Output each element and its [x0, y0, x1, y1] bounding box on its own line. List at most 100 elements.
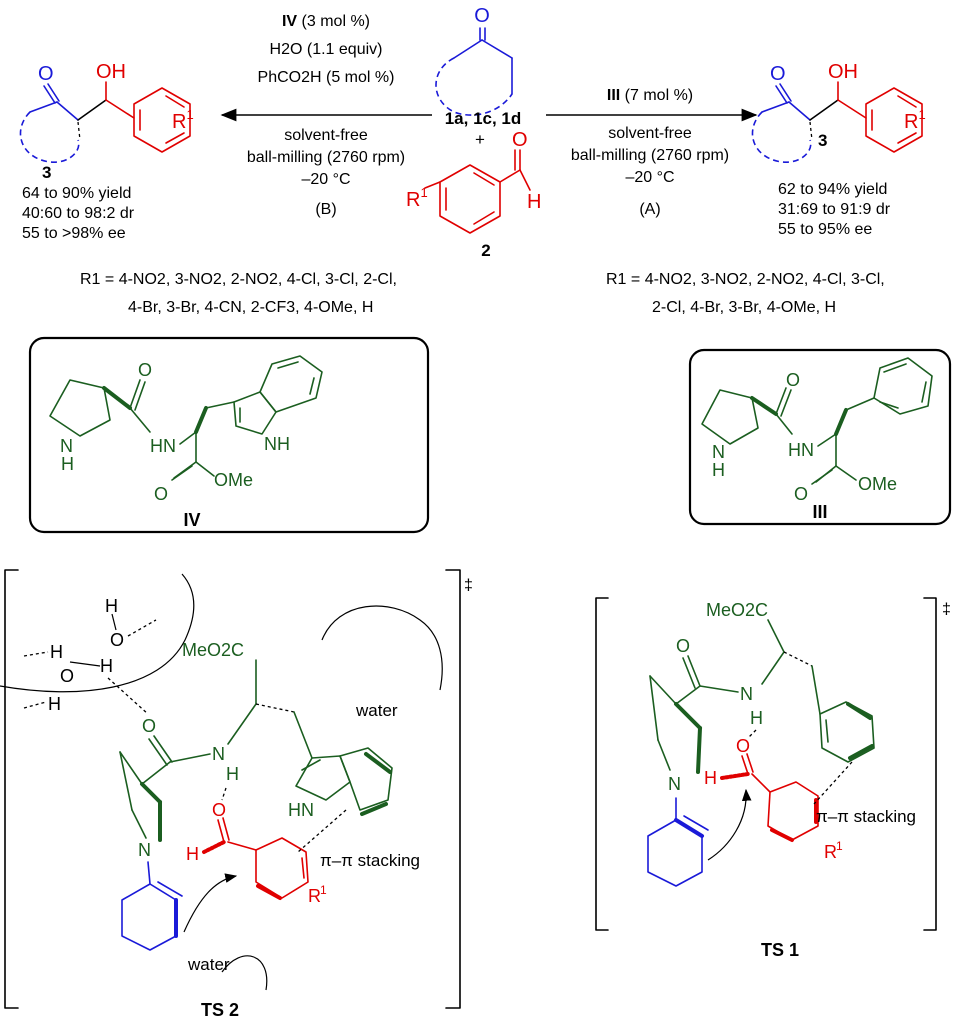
aldehyde-r1: R1 [406, 185, 428, 211]
ts2-structure: water water H O H H O H O N H MeO2C N [0, 573, 443, 991]
substituents-right: R1 = 4-NO2, 3-NO2, 2-NO2, 4-Cl, 3-Cl, 2-… [606, 271, 885, 316]
svg-text:O: O [676, 636, 690, 656]
ketone-numbers: 1a, 1c, 1d [445, 109, 522, 128]
svg-text:HN: HN [288, 800, 314, 820]
svg-text:H: H [48, 694, 61, 714]
water-equiv: H2O (1.1 equiv) [270, 41, 383, 58]
right-yield: 62 to 94% yield [778, 181, 887, 198]
right-results: 62 to 94% yield 31:69 to 91:9 dr 55 to 9… [778, 181, 891, 238]
svg-text:O: O [154, 484, 168, 504]
ketone-oxygen: O [474, 5, 490, 27]
right-product-number: 3 [818, 131, 827, 150]
svg-text:HN: HN [788, 440, 814, 460]
aldehyde-number: 2 [481, 241, 490, 260]
right-conditions: III (7 mol %) solvent-free ball-milling … [571, 87, 729, 218]
right-route: (A) [639, 201, 660, 218]
svg-text:OMe: OMe [214, 470, 253, 490]
svg-text:R: R [308, 886, 321, 906]
subs-right-line1: R1 = 4-NO2, 3-NO2, 2-NO2, 4-Cl, 3-Cl, [606, 271, 885, 288]
svg-text:H: H [712, 460, 725, 480]
ts1-stacking: π–π stacking [816, 807, 916, 826]
ts2-stacking: π–π stacking [320, 851, 420, 870]
catalyst-iv-label: IV [183, 510, 200, 530]
svg-text:MeO2C: MeO2C [182, 640, 244, 660]
svg-text:O: O [794, 484, 808, 504]
svg-text:R: R [824, 842, 837, 862]
ts2-brackets [4, 569, 461, 1009]
left-milling: ball-milling (2760 rpm) [247, 149, 405, 166]
svg-text:H: H [61, 454, 74, 474]
left-product-oh: OH [96, 61, 126, 83]
subs-left-line1: R1 = 4-NO2, 3-NO2, 2-NO2, 4-Cl, 3-Cl, 2-… [80, 271, 397, 288]
right-milling: ball-milling (2760 rpm) [571, 147, 729, 164]
ts1-brackets [595, 597, 937, 931]
svg-text:N: N [668, 774, 681, 794]
left-conditions: IV (3 mol %) H2O (1.1 equiv) PhCO2H (5 m… [247, 13, 405, 218]
catalyst-iv-structure: N H O HN O OMe NH [49, 355, 323, 504]
ts2-water-bottom: water [187, 955, 230, 974]
left-route: (B) [315, 201, 336, 218]
ts2-dagger: ‡ [464, 577, 473, 594]
catalyst-iii-structure: N H O HN O OMe [701, 357, 933, 504]
svg-text:H: H [704, 768, 717, 788]
aldehyde-reactant: O H R1 [406, 129, 541, 234]
left-results: 64 to 90% yield 40:60 to 98:2 dr 55 to >… [22, 185, 135, 242]
svg-text:IV (3 mol %): IV (3 mol %) [282, 13, 370, 30]
svg-text:H: H [50, 642, 63, 662]
catalyst-iii-box [688, 348, 952, 526]
catalyst-iv-box [28, 336, 430, 534]
aldehyde-oxygen: O [512, 129, 528, 151]
svg-text:III (7 mol %): III (7 mol %) [607, 87, 693, 104]
ts1-dagger: ‡ [942, 601, 951, 618]
ketone-reactant: O [435, 5, 513, 116]
svg-text:H: H [100, 656, 113, 676]
left-solvent: solvent-free [284, 127, 368, 144]
svg-text:NH: NH [264, 434, 290, 454]
svg-text:MeO2C: MeO2C [706, 600, 768, 620]
left-ee: 55 to >98% ee [22, 225, 126, 242]
substituents-left: R1 = 4-NO2, 3-NO2, 2-NO2, 4-Cl, 3-Cl, 2-… [80, 271, 397, 316]
svg-text:O: O [212, 800, 226, 820]
catalyst-iii-label: III [812, 502, 827, 522]
right-dr: 31:69 to 91:9 dr [778, 201, 891, 218]
ts2-label: TS 2 [201, 1000, 239, 1020]
additive: PhCO2H (5 mol %) [258, 69, 395, 86]
svg-text:H: H [750, 708, 763, 728]
right-ee: 55 to 95% ee [778, 221, 872, 238]
left-product-ketone-o: O [38, 63, 54, 85]
right-solvent: solvent-free [608, 125, 692, 142]
right-temp: –20 °C [625, 169, 674, 186]
svg-text:N: N [60, 436, 73, 456]
svg-text:1: 1 [320, 883, 327, 897]
aldehyde-h: H [527, 191, 541, 213]
svg-text:O: O [138, 360, 152, 380]
svg-text:N: N [712, 442, 725, 462]
svg-text:N: N [740, 684, 753, 704]
left-temp: –20 °C [301, 171, 350, 188]
ts1-label: TS 1 [761, 940, 799, 960]
svg-text:H: H [105, 596, 118, 616]
plus-sign: + [475, 130, 485, 149]
right-product-r1: R1 [904, 107, 926, 133]
left-dr: 40:60 to 98:2 dr [22, 205, 135, 222]
svg-text:1: 1 [836, 839, 843, 853]
svg-text:O: O [736, 736, 750, 756]
svg-text:OMe: OMe [858, 474, 897, 494]
left-product-number: 3 [42, 163, 51, 182]
left-yield: 64 to 90% yield [22, 185, 131, 202]
svg-text:N: N [212, 744, 225, 764]
left-product-r1: R1 [172, 107, 194, 133]
svg-text:N: N [138, 840, 151, 860]
svg-text:O: O [60, 666, 74, 686]
svg-text:HN: HN [150, 436, 176, 456]
svg-text:O: O [786, 370, 800, 390]
subs-right-line2: 2-Cl, 4-Br, 3-Br, 4-OMe, H [652, 299, 836, 316]
svg-text:H: H [226, 764, 239, 784]
right-product: O OH R1 [751, 61, 926, 163]
ts2-water-top: water [355, 701, 398, 720]
svg-text:O: O [142, 716, 156, 736]
ts1-structure: MeO2C N H O N O H R 1 π–π [647, 600, 916, 887]
subs-left-line2: 4-Br, 3-Br, 4-CN, 2-CF3, 4-OMe, H [128, 299, 373, 316]
right-product-ketone-o: O [770, 63, 786, 85]
